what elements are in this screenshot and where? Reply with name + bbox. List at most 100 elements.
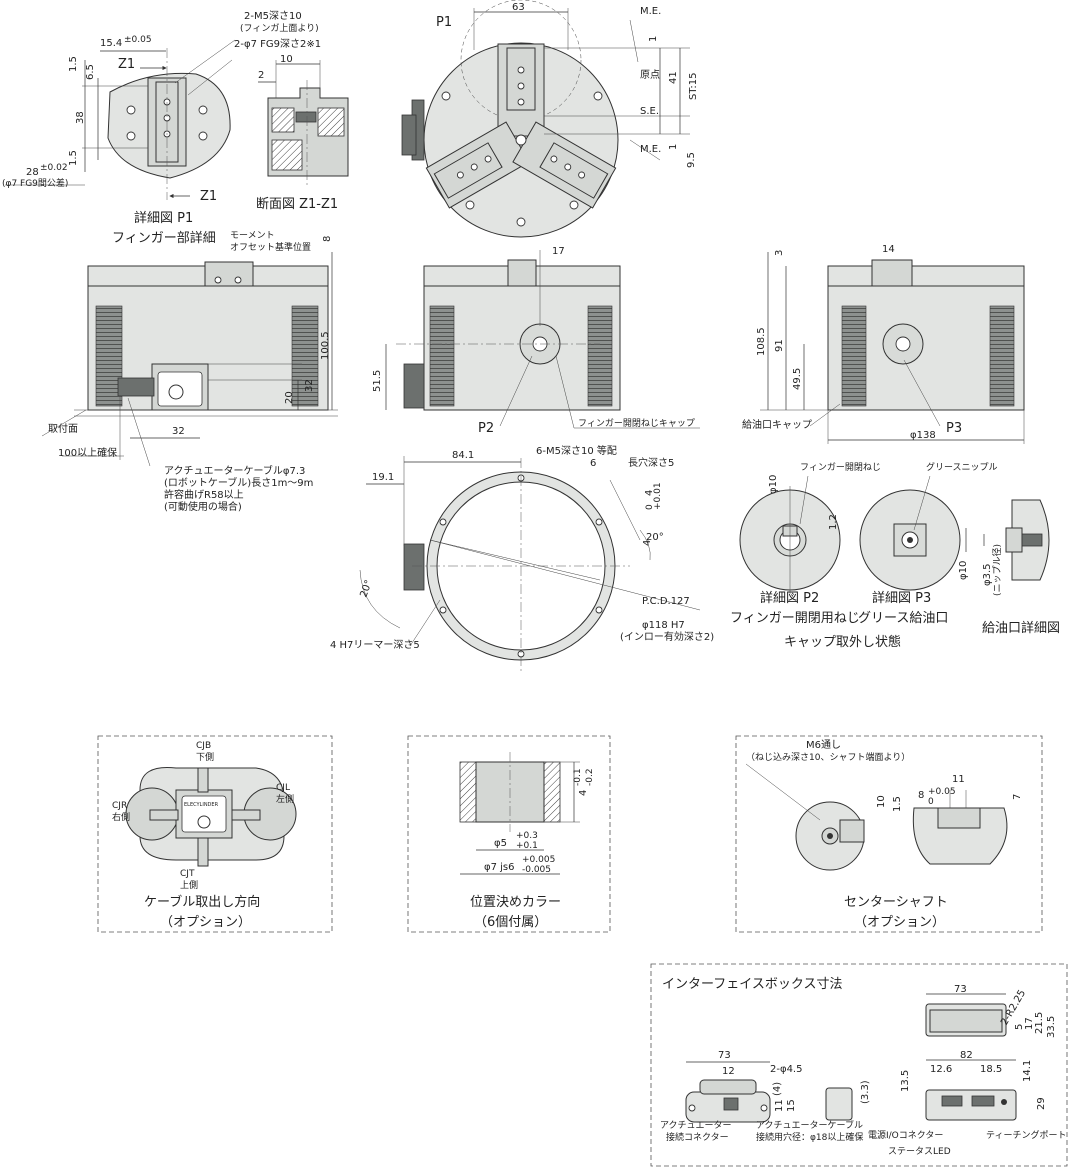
label-z1-top: Z1 xyxy=(118,57,135,72)
caption-p1: 詳細図 P1 xyxy=(134,210,193,226)
dim-ib5: 5 xyxy=(1014,1024,1025,1030)
caption-collar-qty: （6個付属） xyxy=(474,915,547,930)
label-oil-cap: 給油口キャップ xyxy=(742,418,812,431)
dim-phi7-sup: +0.005 xyxy=(522,855,555,865)
dim-28-note: (φ7 FG9間公差) xyxy=(2,177,68,189)
dim-28: 28 xyxy=(26,167,39,178)
section-z1 xyxy=(258,60,349,186)
dim-ib18-5: 18.5 xyxy=(980,1064,1002,1075)
label-teach-port: ティーチングポート xyxy=(986,1129,1066,1141)
label-moment2: オフセット基準位置 xyxy=(230,241,311,253)
dim-38: 38 xyxy=(75,111,86,124)
dim-91: 91 xyxy=(774,339,785,352)
dim-cs10: 10 xyxy=(876,795,887,808)
label-cjb2: 下側 xyxy=(196,751,214,763)
dim-phi10a: φ10 xyxy=(768,475,779,494)
dim-63: 63 xyxy=(512,2,525,13)
dim-ib12: 12 xyxy=(722,1066,735,1077)
dim-ib14-1: 14.1 xyxy=(1022,1060,1033,1082)
detail-p3 xyxy=(859,475,961,591)
dim-collar-h-sup: -0.1 xyxy=(573,768,583,786)
dim-cs8-sup: +0.05 xyxy=(928,787,956,797)
label-inlo: (インロー有効深さ2) xyxy=(620,630,714,643)
dim-20v: 20 xyxy=(284,391,295,404)
dim-phi3-5: φ3.5 xyxy=(982,564,993,587)
dim-32h: 32 xyxy=(172,426,185,437)
caption-section-z1: 断面図 Z1-Z1 xyxy=(256,197,338,212)
dim-phi5-sup: +0.3 xyxy=(516,831,538,841)
caption-p3-sub: グリース給油口 xyxy=(858,611,948,626)
caption-interface-box: インターフェイスボックス寸法 xyxy=(662,977,842,992)
label-conn1: アクチュエーター xyxy=(660,1120,732,1131)
label-cable-hole1: アクチュエーターケーブル xyxy=(756,1119,863,1131)
frame-interface-box xyxy=(650,963,1068,1167)
label-cable4: (可動使用の場合) xyxy=(164,500,242,513)
caption-oil-port: 給油口詳細図 xyxy=(982,620,1060,636)
dim-4v: 4 xyxy=(642,540,653,546)
dim-ib29: 29 xyxy=(1036,1097,1047,1110)
oil-port-detail xyxy=(965,499,1050,581)
label-elec: ELECYLINDER xyxy=(184,802,219,808)
dim-phi7-sub: -0.005 xyxy=(522,865,551,875)
top-view xyxy=(401,0,690,238)
label-m6: M6通し xyxy=(806,739,841,751)
dim-ib12-6: 12.6 xyxy=(930,1064,952,1075)
detail-p2 xyxy=(739,475,841,594)
label-finger-screw: フィンガー開閉ねじ xyxy=(800,462,881,473)
dim-4tol-sup: +0.01 xyxy=(653,482,663,510)
dim-9-5: 9.5 xyxy=(686,152,697,168)
label-z1-bottom: Z1 xyxy=(200,189,217,204)
front-view-middle xyxy=(385,250,700,429)
dim-ib13-5: 13.5 xyxy=(900,1070,911,1092)
label-cable-hole2: 接続用穴径：φ18以上確保 xyxy=(756,1131,863,1143)
frame-cable-direction xyxy=(97,735,333,933)
dim-1a: 1 xyxy=(648,36,659,42)
label-m5-equal: 6-M5深さ10 等配 xyxy=(536,444,617,457)
caption-p1-sub: フィンガー部詳細 xyxy=(112,230,216,246)
dim-ib3-3: (3.3) xyxy=(860,1080,871,1104)
label-conn2: 接続コネクター xyxy=(666,1131,729,1143)
label-nipple: (ニップル径) xyxy=(991,544,1003,596)
dim-49-5: 49.5 xyxy=(792,368,803,390)
dim-ib82: 82 xyxy=(960,1050,973,1061)
label-mount-face: 取付面 xyxy=(48,422,78,435)
caption-option1: （オプション） xyxy=(160,915,251,930)
dim-1-2: 1.2 xyxy=(828,514,839,530)
label-grease: グリースニップル xyxy=(926,461,998,473)
dim-100-5: 100.5 xyxy=(320,331,331,360)
dim-phi10b: φ10 xyxy=(958,561,969,580)
dim-4tol-sub: 0 xyxy=(645,504,655,510)
label-me-top: M.E. xyxy=(640,6,661,17)
label-cjb: CJB xyxy=(196,741,211,751)
dim-138: φ138 xyxy=(910,430,936,441)
detail-p1 xyxy=(5,39,236,200)
collar-view xyxy=(459,752,580,875)
dim-8: 8 xyxy=(322,236,333,242)
caption-cable-dir: ケーブル取出し方向 xyxy=(144,894,260,910)
dim-1-5a: 1.5 xyxy=(68,56,79,72)
caption-collar: 位置決めカラー xyxy=(470,895,561,910)
angle-20b: 20° xyxy=(358,579,374,599)
dim-1b: 1 xyxy=(668,144,679,150)
dim-108-5: 108.5 xyxy=(756,327,767,356)
label-cjr2: 右側 xyxy=(112,811,130,823)
label-reamer: 4 H7リーマー深さ5 xyxy=(330,639,420,651)
front-view-right xyxy=(760,252,1025,444)
interface-box-view xyxy=(685,993,1017,1123)
label-me-bottom: M.E. xyxy=(640,144,661,155)
dim-phi5-sub: +0.1 xyxy=(516,841,538,851)
label-keep100: 100以上確保 xyxy=(58,446,117,459)
label-p2: P2 xyxy=(478,421,494,436)
dim-4tol: 4 xyxy=(644,490,655,496)
dim-17: 17 xyxy=(552,246,565,257)
label-slot: 長穴深さ5 xyxy=(628,456,674,469)
label-cjr: CJR xyxy=(112,801,127,811)
dim-3: 3 xyxy=(774,250,785,256)
dim-ib17: 17 xyxy=(1024,1017,1035,1030)
dim-phi7: φ7 js6 xyxy=(484,862,515,873)
dim-ib11: 11 xyxy=(774,1099,785,1112)
label-p3: P3 xyxy=(946,421,962,436)
dim-ib33-5: 33.5 xyxy=(1046,1016,1057,1038)
dim-2-sec: 2 xyxy=(258,70,264,81)
label-power-io: 電源I/Oコネクター xyxy=(868,1130,943,1141)
